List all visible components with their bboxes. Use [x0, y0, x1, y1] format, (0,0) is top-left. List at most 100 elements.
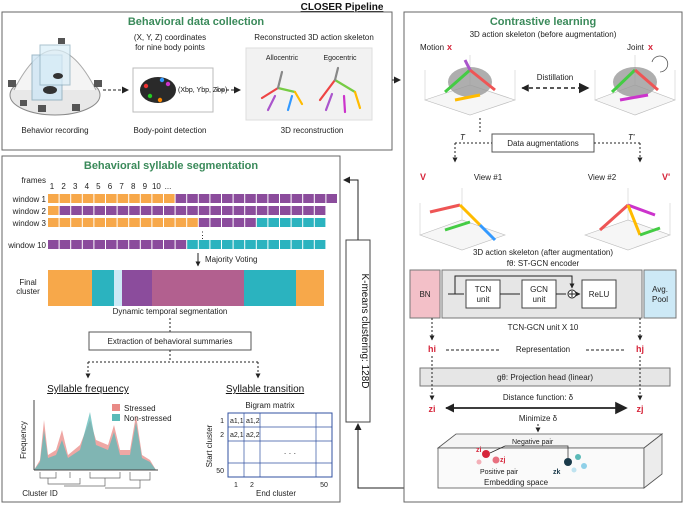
motion-x: x — [447, 42, 452, 52]
frame-cell — [245, 206, 256, 215]
frame-cell — [210, 194, 221, 203]
segmentation-title: Behavioral syllable segmentation — [84, 160, 259, 172]
relu-label: ReLU — [589, 290, 610, 299]
cluster-id-label: Cluster ID — [22, 489, 58, 498]
frame-cell — [187, 194, 198, 203]
frame-cell — [314, 194, 326, 203]
residual-add-symbol — [569, 291, 575, 297]
allocentric-label: Allocentric — [266, 55, 299, 62]
frame-number: 10 — [152, 182, 161, 191]
frame-cell — [187, 206, 198, 215]
frame-cell — [129, 218, 140, 227]
frame-cell — [164, 206, 175, 215]
frame-cell — [106, 218, 117, 227]
gcn-label-1: GCN — [530, 285, 548, 294]
frame-cell — [256, 218, 268, 227]
frame-cell — [268, 218, 279, 227]
avgpool-label-1: Avg. — [652, 285, 668, 294]
frame-number: ... — [165, 182, 172, 191]
arrow-kmeans-to-segmentation — [343, 176, 359, 240]
frame-cell — [233, 194, 245, 203]
view1-skeleton-plot — [419, 188, 506, 251]
gcn-unit-box — [521, 279, 557, 309]
recording-label: Behavior recording — [21, 126, 88, 135]
embedding-zk: zk — [553, 469, 561, 476]
start-cluster-label: Start cluster — [205, 424, 214, 467]
tcn-gcn-repeat-label: TCN-GCN unit X 10 — [508, 323, 579, 332]
coord-caption-line1: (X, Y, Z) coordinates — [134, 33, 206, 42]
legend-non-stressed: Non-stressed — [124, 414, 172, 423]
frame-number: 9 — [143, 182, 148, 191]
frame-cell — [129, 206, 140, 215]
frame-number: 3 — [73, 182, 78, 191]
frame-cell — [268, 206, 279, 215]
frame-cell — [164, 194, 175, 203]
projection-head-label: gθ: Projection head (linear) — [497, 373, 593, 382]
frame-cell — [303, 240, 314, 249]
frame-cell — [59, 218, 71, 227]
frame-cell — [117, 218, 129, 227]
frames-label: frames — [22, 176, 46, 185]
motion-label: Motion — [420, 43, 444, 52]
frame-cell — [280, 194, 291, 203]
kmeans-box — [345, 239, 371, 423]
final-cluster-segment — [122, 270, 152, 306]
frame-cell — [94, 194, 105, 203]
frame-cell — [71, 206, 82, 215]
frame-number: 4 — [85, 182, 90, 191]
syllable-transition-title: Syllable transition — [226, 384, 304, 395]
embedding-zj: zj — [500, 457, 506, 464]
coord-formula: (Xbp, Ybp, Zbp) — [178, 87, 227, 94]
final-cluster-label-1: Final — [19, 278, 37, 287]
negative-pair-label: Negative pair — [512, 439, 554, 446]
joint-label: Joint — [627, 43, 645, 52]
pair-connectors — [489, 445, 569, 458]
kmeans-label: K-means clustering: 128D — [359, 273, 370, 388]
frame-cell — [198, 206, 210, 215]
legend-stressed: Stressed — [124, 404, 156, 413]
frame-number: 5 — [96, 182, 101, 191]
frame-cell — [256, 206, 268, 215]
frame-cell — [245, 218, 256, 227]
frame-cell — [233, 218, 245, 227]
frame-cell — [314, 218, 326, 227]
frame-number: 6 — [108, 182, 113, 191]
residual-path — [454, 275, 575, 294]
col-tick-2: 2 — [250, 482, 254, 489]
frame-cell — [291, 218, 303, 227]
bn-label: BN — [419, 290, 430, 299]
frame-cell — [140, 206, 152, 215]
recording-arena-illustration — [8, 38, 102, 116]
frame-cell — [140, 240, 152, 249]
frame-cell — [291, 206, 303, 215]
branch-arrows — [88, 350, 258, 363]
row-tick-50: 50 — [216, 468, 224, 475]
frame-cell — [175, 206, 187, 215]
frame-cell — [129, 240, 140, 249]
frame-cell — [94, 218, 105, 227]
frame-cell — [106, 206, 117, 215]
view2-skeleton-plot — [584, 188, 671, 251]
matrix-cell-12: a1,2 — [246, 418, 260, 425]
window-label: window 10 — [7, 241, 46, 250]
skeleton-caption: Reconstructed 3D action skeleton — [254, 33, 374, 42]
frame-cell — [233, 240, 245, 249]
frame-cell — [94, 206, 105, 215]
bn-box — [409, 269, 441, 319]
frame-cell — [222, 218, 233, 227]
row-tick-1: 1 — [220, 418, 224, 425]
egocentric-label: Egocentric — [323, 55, 357, 62]
frame-cell — [233, 206, 245, 215]
frame-cell — [71, 194, 82, 203]
frame-cell — [106, 240, 117, 249]
frame-cell — [117, 240, 129, 249]
detected-mouse — [140, 77, 176, 103]
frame-cell — [303, 206, 314, 215]
extraction-label: Extraction of behavioral summaries — [108, 337, 233, 346]
frame-cell — [187, 218, 198, 227]
view1-label: View #1 — [474, 173, 503, 182]
frame-cell — [94, 240, 105, 249]
embedding-points — [476, 450, 587, 473]
